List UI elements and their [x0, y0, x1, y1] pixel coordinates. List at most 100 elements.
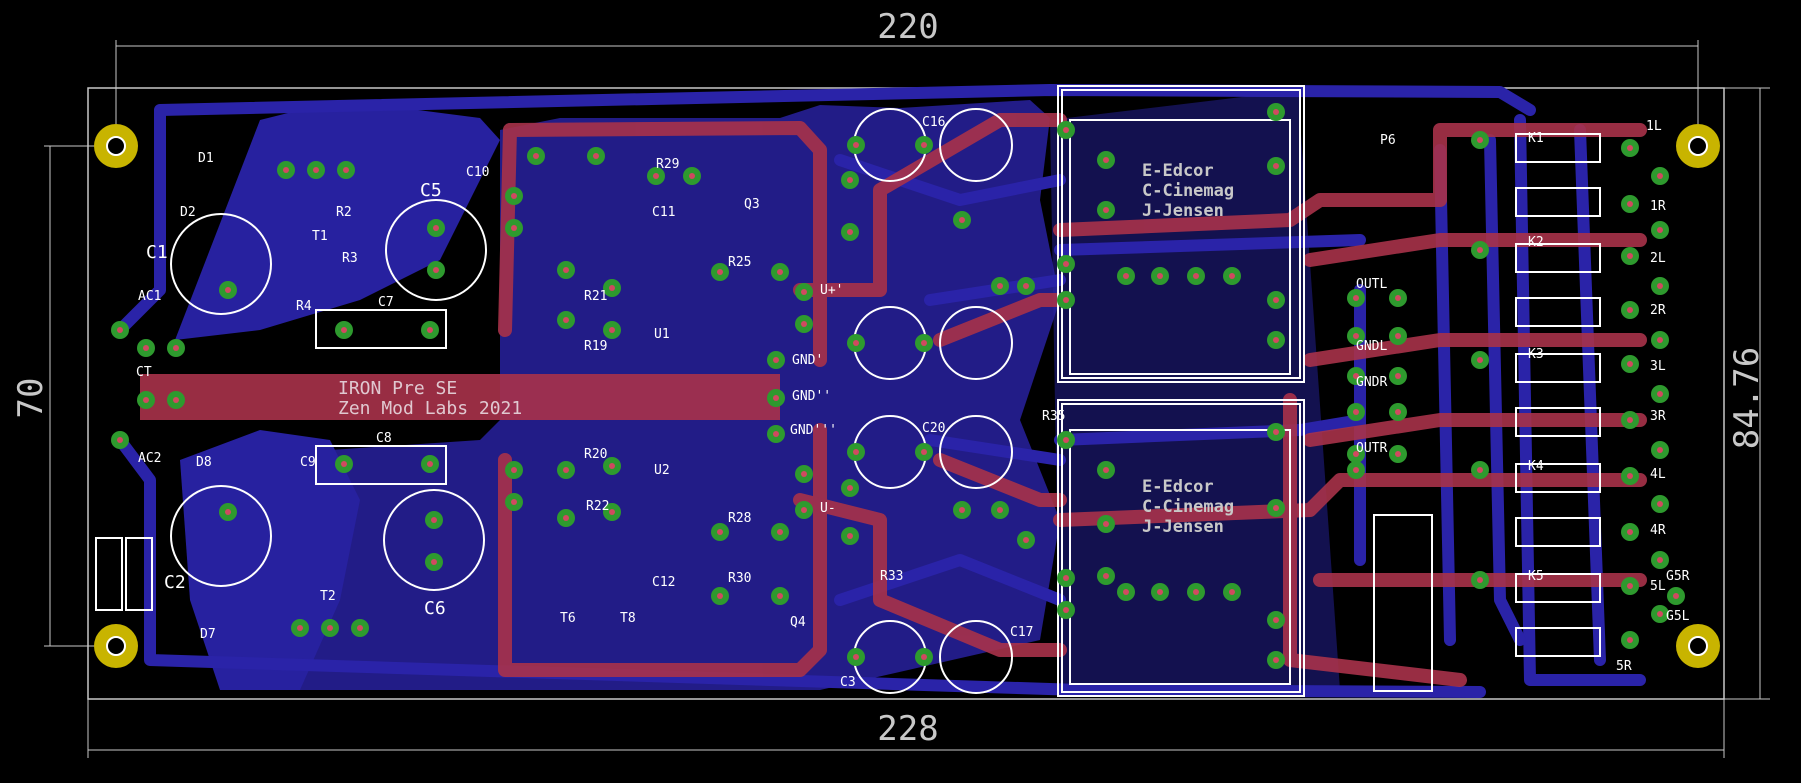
- pad-drill: [1627, 417, 1633, 423]
- pad-drill: [427, 461, 433, 467]
- pad-drill: [1229, 589, 1235, 595]
- pad-drill: [593, 153, 599, 159]
- pad-drill: [1395, 295, 1401, 301]
- pad-drill: [609, 509, 615, 515]
- pad-drill: [511, 193, 517, 199]
- pad-drill: [921, 449, 927, 455]
- pad-drill: [773, 395, 779, 401]
- component-label: C1: [146, 242, 168, 263]
- pad-drill: [959, 507, 965, 513]
- component-label: C6: [424, 598, 446, 619]
- transformer-label-line: J-Jensen: [1142, 517, 1224, 537]
- pad-drill: [847, 229, 853, 235]
- pad-drill: [117, 327, 123, 333]
- pad-drill: [1657, 391, 1663, 397]
- component-label: R35: [1042, 409, 1065, 424]
- pad-drill: [225, 509, 231, 515]
- pad-drill: [1063, 261, 1069, 267]
- pads: [111, 103, 1685, 669]
- pad-drill: [653, 173, 659, 179]
- board-subtitle: Zen Mod Labs 2021: [338, 398, 522, 419]
- pad-drill: [1157, 273, 1163, 279]
- pad-drill: [773, 357, 779, 363]
- pad-drill: [773, 431, 779, 437]
- pad-drill: [1657, 501, 1663, 507]
- component-label: C11: [652, 205, 675, 220]
- component-label: 5R: [1616, 659, 1632, 674]
- pad-drill: [1273, 657, 1279, 663]
- pad-drill: [1395, 333, 1401, 339]
- component-label: R22: [586, 499, 609, 514]
- pad-drill: [1103, 157, 1109, 163]
- component-label: GND'': [792, 389, 831, 404]
- pad-drill: [1273, 429, 1279, 435]
- component-label: P6: [1380, 133, 1396, 148]
- pad-drill: [1477, 577, 1483, 583]
- transformer-label-line: E-Edcor: [1142, 477, 1214, 497]
- pad-drill: [563, 317, 569, 323]
- pad-drill: [1273, 617, 1279, 623]
- component-label: Q3: [744, 197, 760, 212]
- component-label: GND': [792, 353, 823, 368]
- pad-drill: [1103, 573, 1109, 579]
- pad-drill: [1627, 583, 1633, 589]
- pad-drill: [1023, 283, 1029, 289]
- pad-drill: [511, 499, 517, 505]
- pad-drill: [1353, 373, 1359, 379]
- pad-drill: [609, 463, 615, 469]
- transformer-outlines: [1057, 85, 1305, 697]
- pad-drill: [1627, 637, 1633, 643]
- pad-drill: [1063, 127, 1069, 133]
- component-label: AC1: [138, 289, 161, 304]
- dimension-right: 84.76: [1727, 347, 1767, 449]
- pad-drill: [1657, 227, 1663, 233]
- component-label: D8: [196, 455, 212, 470]
- component-label: 4L: [1650, 467, 1666, 482]
- pad-drill: [1657, 283, 1663, 289]
- pad-drill: [717, 269, 723, 275]
- pad-drill: [853, 449, 859, 455]
- pad-drill: [313, 167, 319, 173]
- component-label: T8: [620, 611, 636, 626]
- pad-drill: [431, 559, 437, 565]
- pad-drill: [1657, 173, 1663, 179]
- pad-drill: [1395, 451, 1401, 457]
- pad-drill: [343, 167, 349, 173]
- component-label: D2: [180, 205, 196, 220]
- pad-drill: [173, 345, 179, 351]
- component-label: C9: [300, 455, 316, 470]
- pad-drill: [1193, 273, 1199, 279]
- pad-drill: [1353, 333, 1359, 339]
- pad-drill: [1273, 163, 1279, 169]
- component-label: R4: [296, 299, 312, 314]
- pad-drill: [427, 327, 433, 333]
- component-label: C7: [378, 295, 394, 310]
- component-label: G5R: [1666, 569, 1690, 584]
- pad-drill: [997, 283, 1003, 289]
- pad-drill: [717, 529, 723, 535]
- pad-drill: [997, 507, 1003, 513]
- pad-drill: [1627, 529, 1633, 535]
- mounting-holes: [94, 124, 1720, 668]
- pad-drill: [1657, 557, 1663, 563]
- pad-drill: [777, 269, 783, 275]
- component-label: AC2: [138, 451, 161, 466]
- component-label: OUTL: [1356, 277, 1387, 292]
- pad-drill: [1103, 467, 1109, 473]
- component-label: K1: [1528, 131, 1544, 146]
- pad-drill: [801, 289, 807, 295]
- component-label: T1: [312, 229, 328, 244]
- pad-drill: [801, 321, 807, 327]
- pad-drill: [921, 142, 927, 148]
- pad-drill: [1273, 505, 1279, 511]
- pad-drill: [433, 267, 439, 273]
- component-label: C2: [164, 572, 186, 593]
- component-label: T6: [560, 611, 576, 626]
- pad-drill: [117, 437, 123, 443]
- pad-drill: [1229, 273, 1235, 279]
- pad-drill: [1657, 447, 1663, 453]
- pad-drill: [563, 267, 569, 273]
- relay-outlines: [1515, 133, 1601, 657]
- pad-drill: [1627, 361, 1633, 367]
- component-label: D1: [198, 151, 214, 166]
